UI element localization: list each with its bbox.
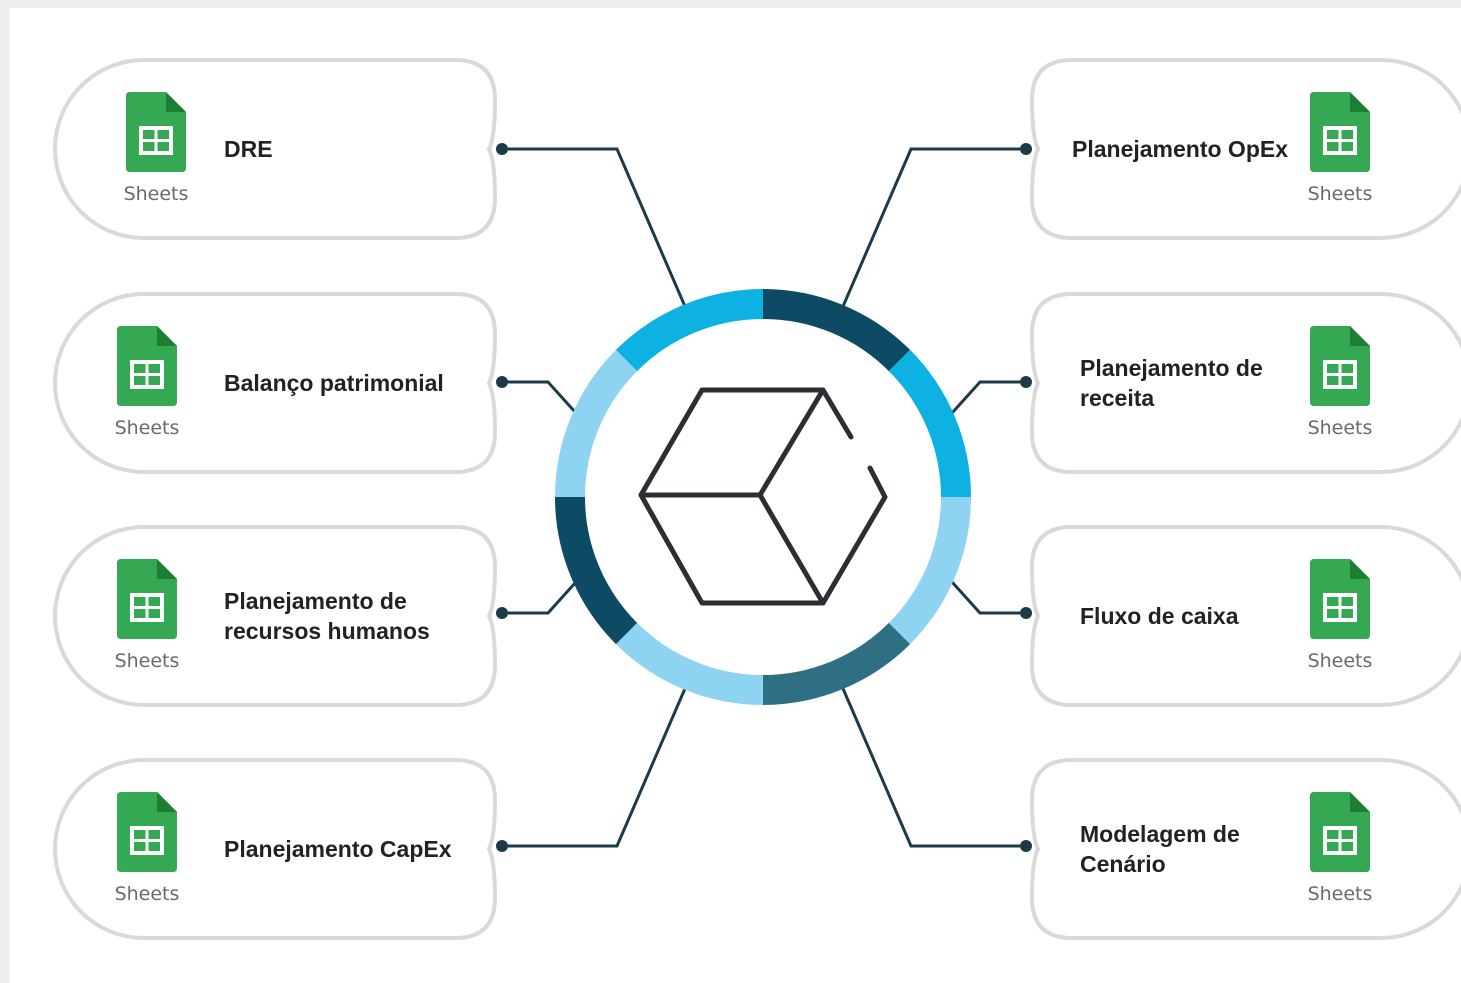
sheets-caption: Sheets — [115, 417, 180, 439]
node-pill — [1029, 758, 1461, 940]
node-pill — [53, 58, 498, 240]
sheets-caption: Sheets — [115, 883, 180, 905]
node-label: Cenário — [1080, 851, 1166, 877]
connector-end-dot — [1020, 607, 1032, 619]
node-left-1: Sheets DRE — [53, 58, 498, 240]
connector-line — [502, 147, 692, 319]
node-right-1: Sheets Planejamento OpEx — [1029, 58, 1461, 240]
node-label: Fluxo de caixa — [1080, 603, 1239, 629]
google-sheets-icon — [117, 559, 177, 639]
ring-segment — [888, 349, 971, 498]
ring-segment — [555, 496, 638, 645]
google-sheets-icon — [117, 326, 177, 406]
node-right-4: Sheets Modelagem de Cenário — [1029, 758, 1461, 940]
sheets-caption: Sheets — [1308, 417, 1373, 439]
connector-line — [941, 570, 1026, 615]
connector-end-dot — [496, 840, 508, 852]
node-left-2: Sheets Balanço patrimonial — [53, 292, 498, 474]
connector-line — [836, 676, 1026, 848]
google-sheets-icon — [1310, 92, 1370, 172]
connector-end-dot — [1020, 840, 1032, 852]
connector-line — [502, 570, 587, 615]
ring-segment — [615, 289, 764, 372]
node-right-3: Sheets Fluxo de caixa — [1029, 525, 1461, 707]
google-sheets-icon — [117, 792, 177, 872]
sheets-caption: Sheets — [1308, 183, 1373, 205]
center-ring — [555, 289, 971, 705]
node-label: Balanço patrimonial — [224, 370, 444, 396]
google-sheets-icon — [1310, 559, 1370, 639]
ring-segment — [615, 622, 764, 705]
node-label: Planejamento OpEx — [1072, 136, 1288, 162]
sheets-caption: Sheets — [1308, 883, 1373, 905]
ring-segment — [762, 289, 911, 372]
node-label: Planejamento de — [224, 588, 407, 614]
sheets-caption: Sheets — [115, 650, 180, 672]
ring-segment — [762, 622, 911, 705]
ring-segment — [555, 349, 638, 498]
connector-line — [836, 147, 1026, 319]
node-pill — [1029, 292, 1461, 474]
cube-logo-icon — [638, 387, 888, 606]
connector-end-dot — [1020, 143, 1032, 155]
node-label: Modelagem de — [1080, 821, 1240, 847]
connector-line — [941, 380, 1026, 425]
sheets-caption: Sheets — [1308, 650, 1373, 672]
connector-end-dot — [496, 607, 508, 619]
connector-end-dot — [496, 143, 508, 155]
google-sheets-icon — [1310, 326, 1370, 406]
node-right-2: Sheets Planejamento de receita — [1029, 292, 1461, 474]
node-label: receita — [1080, 385, 1154, 411]
google-sheets-icon — [126, 92, 186, 172]
node-left-3: Sheets Planejamento de recursos humanos — [53, 525, 498, 707]
connector-end-dot — [496, 376, 508, 388]
connector-line — [502, 676, 692, 848]
connector-end-dot — [1020, 376, 1032, 388]
node-label: Planejamento CapEx — [224, 836, 452, 862]
connector-line — [502, 380, 587, 425]
node-label: Planejamento de — [1080, 355, 1263, 381]
sheets-caption: Sheets — [124, 183, 189, 205]
google-sheets-icon — [1310, 792, 1370, 872]
ring-segment — [888, 496, 971, 645]
node-label: recursos humanos — [224, 618, 430, 644]
node-left-4: Sheets Planejamento CapEx — [53, 758, 498, 940]
node-label: DRE — [224, 136, 273, 162]
